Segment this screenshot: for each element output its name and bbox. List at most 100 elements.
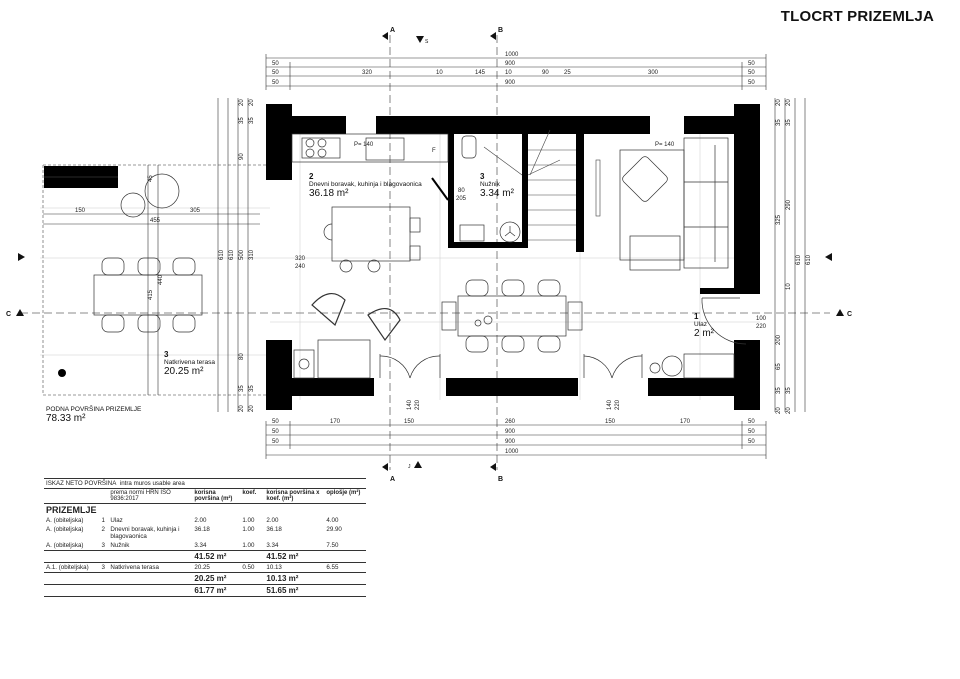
svg-text:260: 260 [505,419,516,425]
area-table: ISKAZ NETO POVRŠINA intra muros usable a… [44,478,366,597]
svg-text:90: 90 [542,70,549,76]
cell-no: 3 [101,542,105,549]
cell-area-coef: 36.18 [266,526,282,533]
svg-text:F: F [432,148,436,154]
entrance-furniture [649,353,735,379]
section-prizemlje: PRIZEMLJE [46,505,97,515]
kitchen-counter [291,133,449,163]
cell-no: 3 [101,564,105,571]
subtotal-area-coef: 10.13 m² [266,574,299,583]
header-area: korisna površina (m²) [194,490,233,502]
room-name: Nužnik [480,181,500,188]
table-row: A. (obiteljska) 2 Dnevni boravak, kuhinj… [44,525,366,541]
svg-text:35: 35 [239,385,245,392]
room-area: 2 m² [694,328,714,339]
table-section-row: PRIZEMLJE [44,504,366,517]
svg-text:80: 80 [458,188,465,194]
cell-name: Ulaz [110,517,123,524]
floor-area: PODNA POVRŠINA PRIZEMLJE 78.33 m² [46,406,141,424]
svg-text:10: 10 [436,70,443,76]
svg-text:1000: 1000 [505,52,519,58]
cell-area-coef: 3.34 [266,542,279,549]
armchairs [311,293,401,342]
svg-text:35: 35 [786,119,792,126]
svg-text:20: 20 [239,99,245,106]
right-dimension-lines [774,98,806,412]
svg-text:20: 20 [786,407,792,414]
terrace-outline [42,164,270,396]
cell-area: 2.00 [194,517,207,524]
svg-text:415: 415 [148,289,154,300]
orientation-j: J [408,464,411,470]
section-label-a-top: A [390,27,395,34]
dining-table [441,279,583,353]
svg-text:140: 140 [607,399,613,410]
header-norm: prema normi HRN ISO 9836:2017 [110,490,171,502]
svg-text:610: 610 [806,254,812,265]
orientation-s: S [425,39,429,45]
svg-text:50: 50 [272,439,279,445]
cell-coef: 1.00 [242,542,255,549]
svg-text:35: 35 [776,387,782,394]
table-row: A.1. (obiteljska) 3 Natkrivena terasa 20… [44,563,366,573]
svg-text:240: 240 [295,264,306,270]
door-labels: 140 220 140 220 [407,399,621,410]
cell-area-coef: 2.00 [266,517,279,524]
svg-text:50: 50 [272,61,279,67]
subtotal-row: 20.25 m² 10.13 m² [44,573,366,585]
table-title: ISKAZ NETO POVRŠINA [46,480,117,487]
svg-text:300: 300 [648,70,659,76]
room-area: 36.18 m² [309,188,349,199]
svg-text:50: 50 [272,80,279,86]
terrace-doors [379,354,643,379]
room-name: Natkrivena terasa [164,359,215,366]
cell-envelope: 29.90 [326,526,342,533]
bathroom [459,135,521,243]
svg-text:100: 100 [756,316,767,322]
svg-text:50: 50 [748,70,755,76]
terrace-label: 3 Natkrivena terasa 20.25 m² [164,350,215,377]
section-markers [16,32,844,471]
cell-area: 20.25 [194,564,210,571]
svg-text:35: 35 [249,117,255,124]
svg-text:145: 145 [475,70,486,76]
cell-type: A. (obiteljska) [46,542,84,549]
section-label-b-top: B [498,27,503,34]
svg-text:20: 20 [786,99,792,106]
section-label-a-bottom: A [390,476,395,483]
room-3-label: 3 Nužnik 3.34 m² [480,172,514,199]
bottom-dimension-lines [265,421,767,459]
section-lines [20,35,830,470]
cell-type: A. (obiteljska) [46,517,84,524]
cell-area: 36.18 [194,526,210,533]
room-1-label: 1 Ulaz 2 m² [694,312,714,339]
table-subtitle: intra muros usable area [119,480,185,487]
svg-text:610: 610 [219,249,225,260]
cell-envelope: 7.50 [326,542,339,549]
svg-text:610: 610 [229,249,235,260]
cell-type: A.1. (obiteljska) [46,564,89,571]
subtotal-row: 41.52 m² 41.52 m² [44,551,366,563]
svg-text:80: 80 [239,353,245,360]
svg-text:45: 45 [148,175,154,182]
svg-text:320: 320 [362,70,373,76]
svg-text:35: 35 [239,117,245,124]
svg-text:50: 50 [748,61,755,67]
room-name: Dnevni boravak, kuhinja i blagovaonica [309,181,422,188]
svg-text:900: 900 [505,439,516,445]
drawing-title: TLOCRT PRIZEMLJA [780,8,934,25]
cell-name: Nužnik [110,542,130,549]
room-area: 3.34 m² [480,188,514,199]
svg-text:310: 310 [249,249,255,260]
table-title-row: ISKAZ NETO POVRŠINA intra muros usable a… [44,478,366,489]
cell-coef: 1.00 [242,517,255,524]
svg-text:220: 220 [415,399,421,410]
floor-area-label: PODNA POVRŠINA PRIZEMLJE [46,406,142,413]
terrace-dimension-lines [43,165,260,395]
svg-text:20: 20 [776,407,782,414]
subtotal-area: 41.52 m² [194,552,227,561]
section-label-c-left: C [6,311,11,318]
room-number: 1 [694,312,699,321]
